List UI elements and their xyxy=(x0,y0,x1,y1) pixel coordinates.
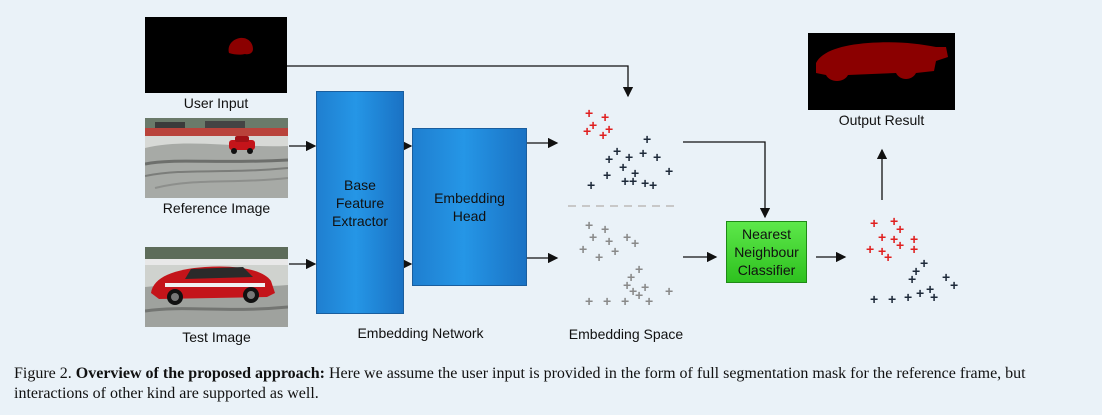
svg-text:+: + xyxy=(613,143,621,159)
svg-text:+: + xyxy=(631,165,639,181)
result-foreground-points: +++ +++ +++ ++ xyxy=(866,213,918,265)
nearest-neighbour-classifier-block: Nearest Neighbour Classifier xyxy=(726,221,807,283)
svg-text:+: + xyxy=(635,261,643,277)
figure-caption: Figure 2. Overview of the proposed appro… xyxy=(14,364,1092,404)
svg-text:+: + xyxy=(623,229,631,245)
svg-text:+: + xyxy=(912,263,920,279)
svg-text:+: + xyxy=(641,175,649,191)
caption-prefix: Figure 2. xyxy=(14,365,72,382)
reference-foreground-points: +++ +++ xyxy=(583,105,613,143)
embedding-head-block: Embedding Head xyxy=(412,128,527,286)
svg-text:+: + xyxy=(884,249,892,265)
svg-text:+: + xyxy=(601,221,609,237)
svg-text:+: + xyxy=(950,277,958,293)
svg-text:+: + xyxy=(621,173,629,189)
svg-text:+: + xyxy=(878,229,886,245)
svg-text:+: + xyxy=(890,231,898,247)
svg-text:+: + xyxy=(665,283,673,299)
svg-text:+: + xyxy=(595,249,603,265)
svg-text:+: + xyxy=(896,221,904,237)
svg-text:+: + xyxy=(629,283,637,299)
result-cluster: +++ +++ +++ ++ +++ +++ +++ ++ xyxy=(866,213,958,307)
embedding-cluster-reference: +++ +++ +++ +++ +++ +++ +++ xyxy=(583,105,673,193)
base-feature-extractor-block: Base Feature Extractor xyxy=(316,91,404,314)
svg-text:+: + xyxy=(653,149,661,165)
reference-image-label: Reference Image xyxy=(162,200,271,216)
svg-text:+: + xyxy=(870,215,878,231)
svg-text:+: + xyxy=(589,117,597,133)
svg-text:+: + xyxy=(639,145,647,161)
svg-text:+: + xyxy=(601,109,609,125)
svg-text:+: + xyxy=(890,213,898,229)
result-background-points: +++ +++ +++ ++ xyxy=(870,255,958,307)
embedding-space-label: Embedding Space xyxy=(568,326,684,342)
embedding-network-label: Embedding Network xyxy=(357,325,484,341)
svg-text:+: + xyxy=(631,235,639,251)
svg-text:+: + xyxy=(627,269,635,285)
svg-text:+: + xyxy=(878,243,886,259)
output-result-mask xyxy=(808,33,955,110)
svg-text:+: + xyxy=(649,177,657,193)
svg-text:+: + xyxy=(605,151,613,167)
user-input-mask xyxy=(145,17,287,93)
svg-text:+: + xyxy=(643,131,651,147)
svg-text:+: + xyxy=(605,233,613,249)
embedding-cluster-test: +++ +++ +++ +++ +++ +++ ++ xyxy=(579,217,673,309)
svg-text:+: + xyxy=(605,121,613,137)
svg-text:+: + xyxy=(896,237,904,253)
svg-text:+: + xyxy=(589,229,597,245)
svg-text:+: + xyxy=(920,255,928,271)
svg-text:+: + xyxy=(625,149,633,165)
user-input-arrow xyxy=(287,65,634,98)
svg-text:+: + xyxy=(888,291,896,307)
svg-text:+: + xyxy=(910,241,918,257)
output-result-label: Output Result xyxy=(838,112,925,128)
svg-text:+: + xyxy=(870,291,878,307)
test-points: +++ +++ +++ +++ +++ +++ ++ xyxy=(579,217,673,309)
svg-text:+: + xyxy=(942,269,950,285)
reference-image xyxy=(145,118,288,198)
svg-text:+: + xyxy=(587,177,595,193)
svg-text:+: + xyxy=(603,293,611,309)
svg-text:+: + xyxy=(645,293,653,309)
reference-background-points: +++ +++ +++ +++ +++ xyxy=(587,131,673,193)
top-cluster-to-classifier-arrow xyxy=(683,141,771,219)
test-image-label: Test Image xyxy=(182,329,251,345)
svg-text:+: + xyxy=(621,293,629,309)
svg-text:+: + xyxy=(629,173,637,189)
svg-text:+: + xyxy=(904,289,912,305)
svg-text:+: + xyxy=(910,231,918,247)
svg-text:+: + xyxy=(665,163,673,179)
svg-text:+: + xyxy=(623,277,631,293)
svg-text:+: + xyxy=(585,217,593,233)
caption-bold: Overview of the proposed approach: xyxy=(75,365,325,382)
svg-text:+: + xyxy=(583,123,591,139)
caption-text: Here we assume the user input is provide… xyxy=(14,365,1026,402)
test-image xyxy=(145,247,288,327)
svg-text:+: + xyxy=(908,271,916,287)
svg-text:+: + xyxy=(930,289,938,305)
svg-text:+: + xyxy=(603,167,611,183)
svg-text:+: + xyxy=(579,241,587,257)
svg-text:+: + xyxy=(599,127,607,143)
svg-text:+: + xyxy=(641,279,649,295)
user-input-label: User Input xyxy=(183,95,249,111)
svg-text:+: + xyxy=(611,243,619,259)
svg-text:+: + xyxy=(916,285,924,301)
svg-text:+: + xyxy=(619,159,627,175)
svg-text:+: + xyxy=(585,293,593,309)
svg-text:+: + xyxy=(585,105,593,121)
svg-text:+: + xyxy=(635,287,643,303)
svg-text:+: + xyxy=(926,281,934,297)
svg-text:+: + xyxy=(866,241,874,257)
